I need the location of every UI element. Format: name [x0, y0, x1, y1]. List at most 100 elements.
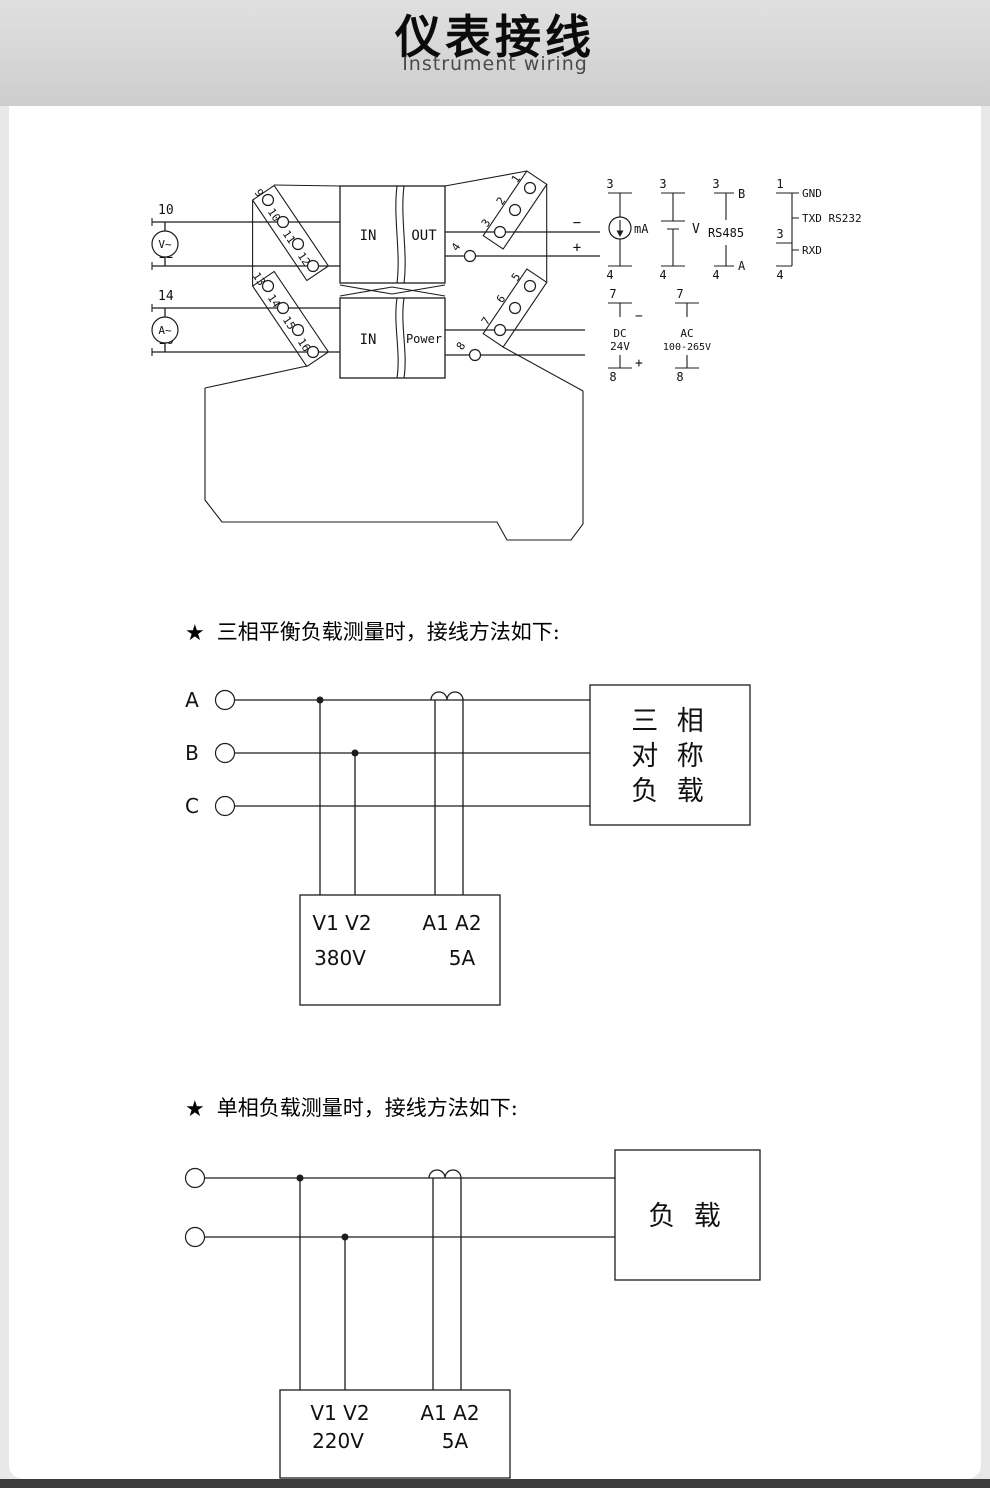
three-phase-wires [235, 691, 590, 895]
rs232-pin3: 3 [776, 227, 783, 241]
line-terminal-2 [184, 1226, 206, 1248]
box-divider-chevrons [339, 284, 446, 297]
pin-label-3: 3 [479, 217, 493, 230]
pin-label-12: 12 [295, 250, 313, 268]
star-icon: ★ [185, 621, 205, 646]
pin-label-2: 2 [494, 195, 508, 208]
rs485-pin-bottom: 4 [712, 268, 719, 282]
meter-a-terminals: A1 A2 [420, 1401, 479, 1425]
meter-box [279, 1389, 511, 1479]
junction-dot [316, 696, 324, 704]
ct-coil [428, 1169, 462, 1179]
meter-box [299, 894, 501, 1006]
ct-coil [430, 691, 464, 701]
meter-a-rating: 5A [449, 946, 476, 970]
single-phase-diagram: 负 载 V1 V2 A1 A2 220V 5A [150, 1090, 830, 1488]
meter-a-rating: 5A [442, 1429, 469, 1453]
load-box-line1: 三 相 [631, 706, 709, 737]
terminal-label-10: 10 [158, 203, 174, 218]
page-title: 仪表接线 [395, 10, 595, 64]
load-box-label: 负 载 [648, 1201, 726, 1232]
dc-pin-bottom: 8 [609, 370, 616, 384]
page-subtitle: Instrument wiring [402, 52, 588, 75]
meter-v-rating: 220V [312, 1429, 364, 1453]
phase-c-label: C [185, 794, 199, 818]
load-box-line3: 负 载 [631, 776, 709, 807]
single-phase-wires [205, 1169, 615, 1390]
terminal-strip-right-bottom: 5 6 7 8 [454, 268, 548, 362]
ma-arrow-icon [616, 230, 624, 237]
device-box-bottom [339, 297, 446, 379]
terminal-strip-left-bottom: 13 14 15 16 [250, 270, 330, 368]
device-box-top [339, 185, 446, 284]
output-v-branch [661, 192, 685, 267]
three-phase-section-title: ★ 三相平衡负载测量时，接线方法如下: [185, 616, 560, 646]
dc-label-line1: DC [613, 327, 626, 340]
rs232-gnd-label: GND [802, 187, 822, 200]
power-dc-branch [608, 302, 632, 369]
box-label-in-top: IN [360, 228, 377, 244]
pin-label-16: 16 [295, 336, 313, 354]
output-rs232-branch [776, 192, 799, 267]
pin-label-15: 15 [280, 314, 298, 332]
pin-label-5: 5 [509, 271, 523, 284]
terminal-label-14: 14 [158, 289, 174, 304]
three-phase-diagram: A B C 三 相 对 称 负 载 V1 V2 A1 A2 380V 5A [150, 610, 830, 1030]
phase-b-label: B [185, 741, 199, 765]
chassis-outline [204, 170, 584, 541]
junction-dot [296, 1174, 304, 1182]
current-source-label: A~ [158, 324, 172, 337]
junction-dot [351, 749, 359, 757]
rs232-pin4: 4 [776, 268, 783, 282]
page-header: 仪表接线 Instrument wiring [0, 0, 990, 106]
pin-label-13: 13 [250, 270, 268, 288]
three-phase-title-text: 三相平衡负载测量时，接线方法如下: [216, 620, 560, 644]
single-phase-section-title: ★ 单相负载测量时，接线方法如下: [185, 1092, 518, 1122]
pin-label-1: 1 [509, 173, 523, 186]
meter-v-rating: 380V [314, 946, 366, 970]
voltage-source-symbol [151, 230, 179, 258]
rs485-pin-top: 3 [712, 177, 719, 191]
single-phase-title-text: 单相负载测量时，接线方法如下: [216, 1096, 518, 1120]
v-label: V [692, 222, 700, 237]
load-box-line2: 对 称 [631, 741, 709, 772]
polarity-plus: + [573, 240, 581, 256]
box-label-in-bottom: IN [360, 332, 377, 348]
star-icon: ★ [185, 1097, 205, 1122]
ac-label-line2: 100-265V [663, 342, 711, 353]
terminal-strip-right-top: 1 2 3 4 [449, 170, 548, 263]
load-box [589, 684, 751, 826]
meter-v-terminals: V1 V2 [310, 1401, 369, 1425]
dc-plus: + [635, 356, 643, 371]
ac-label-line1: AC [680, 327, 693, 340]
dc-label-line2: 24V [610, 340, 630, 353]
terminal-strip-left-top: 9 10 11 12 [252, 184, 330, 282]
box-label-out: OUT [411, 228, 437, 244]
pin-label-11: 11 [280, 228, 298, 246]
rs232-pin1: 1 [776, 177, 783, 191]
power-ac-branch [675, 302, 699, 369]
footer-bar [0, 1479, 990, 1488]
box-label-power: Power [406, 332, 442, 346]
ac-pin-bottom: 8 [676, 370, 683, 384]
ma-pin-top: 3 [606, 177, 613, 191]
ac-pin-top: 7 [676, 287, 683, 301]
line-terminal-1 [184, 1167, 206, 1189]
load-box [614, 1149, 761, 1281]
pin-label-4: 4 [449, 240, 464, 253]
left-input-wires [151, 218, 340, 356]
instrument-wiring-diagram: 10 12 14 16 V~ A~ 9 10 11 12 [130, 148, 890, 568]
phase-c-terminal [214, 795, 236, 817]
rs232-txd-label: TXD RS232 [802, 212, 862, 225]
ma-label: mA [634, 222, 649, 236]
phase-a-terminal [214, 689, 236, 711]
rs485-b-label: B [738, 187, 745, 201]
right-output-wires [445, 231, 600, 356]
rs232-rxd-label: RXD [802, 244, 822, 257]
polarity-minus: − [573, 215, 581, 231]
pin-label-8: 8 [454, 340, 468, 353]
v-pin-top: 3 [659, 177, 666, 191]
wiring-diagram-svg: 10 12 14 16 V~ A~ 9 10 11 12 [151, 170, 862, 541]
meter-v-terminals: V1 V2 [312, 911, 371, 935]
